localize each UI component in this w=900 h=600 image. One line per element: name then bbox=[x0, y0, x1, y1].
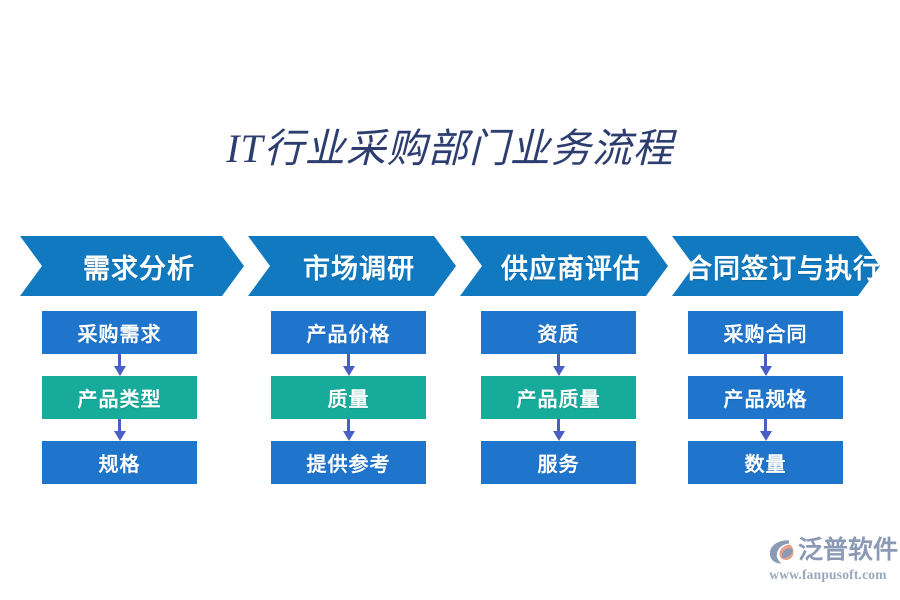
flow-box[interactable]: 产品规格 bbox=[688, 376, 843, 419]
arrow-head bbox=[113, 431, 126, 441]
fanpu-swoosh-logo-icon bbox=[769, 540, 794, 564]
flow-box[interactable]: 数量 bbox=[688, 441, 843, 484]
brand-row: 泛普软件 bbox=[766, 536, 898, 566]
phase-chevron-label: 市场调研 bbox=[303, 253, 415, 284]
phase-chevron-2[interactable]: 市场调研 bbox=[248, 236, 456, 296]
flow-box[interactable]: 提供参考 bbox=[271, 441, 426, 484]
arrow-shaft bbox=[764, 354, 767, 368]
flow-box-label: 服务 bbox=[537, 454, 580, 476]
arrow-shaft bbox=[764, 419, 767, 433]
flow-box-label: 产品价格 bbox=[306, 324, 391, 346]
arrow-shaft bbox=[557, 354, 560, 368]
brand-name: 泛普软件 bbox=[798, 537, 899, 564]
arrow-head bbox=[552, 431, 565, 441]
phase-chevron-label: 需求分析 bbox=[83, 253, 195, 284]
flow-box-label: 规格 bbox=[98, 454, 141, 476]
flow-box-label: 质量 bbox=[327, 389, 370, 411]
flow-box-label: 产品类型 bbox=[77, 389, 162, 411]
brand-watermark: 泛普软件 www.fanpusoft.com bbox=[766, 536, 898, 584]
phase-chevron-3[interactable]: 供应商评估 bbox=[460, 236, 668, 296]
arrow-head bbox=[552, 366, 565, 376]
arrow-down-icon bbox=[688, 419, 843, 441]
flow-box[interactable]: 质量 bbox=[271, 376, 426, 419]
phase-chevron-label: 供应商评估 bbox=[501, 253, 641, 284]
phase-column-2: 产品价格 质量 提供参考 bbox=[271, 311, 426, 484]
flow-box-label: 数量 bbox=[744, 454, 787, 476]
phase-column-4: 采购合同 产品规格 数量 bbox=[688, 311, 843, 484]
arrow-shaft bbox=[118, 419, 121, 433]
phase-chevron-band: 需求分析 市场调研 供应商评估 合同签订与执行 bbox=[20, 236, 880, 296]
flow-box[interactable]: 采购需求 bbox=[42, 311, 197, 354]
flow-box[interactable]: 产品质量 bbox=[481, 376, 636, 419]
flow-box-label: 资质 bbox=[537, 324, 580, 346]
arrow-head bbox=[342, 366, 355, 376]
arrow-down-icon bbox=[481, 419, 636, 441]
arrow-head bbox=[759, 366, 772, 376]
arrow-down-icon bbox=[42, 419, 197, 441]
phase-chevron-1[interactable]: 需求分析 bbox=[20, 236, 244, 296]
arrow-down-icon bbox=[42, 354, 197, 376]
phase-chevron-4[interactable]: 合同签订与执行 bbox=[672, 236, 880, 296]
flow-box-label: 提供参考 bbox=[306, 454, 391, 476]
arrow-down-icon bbox=[688, 354, 843, 376]
flow-box[interactable]: 规格 bbox=[42, 441, 197, 484]
flow-box[interactable]: 产品价格 bbox=[271, 311, 426, 354]
phase-column-1: 采购需求 产品类型 规格 bbox=[42, 311, 197, 484]
flow-box[interactable]: 资质 bbox=[481, 311, 636, 354]
phase-column-3: 资质 产品质量 服务 bbox=[481, 311, 636, 484]
arrow-down-icon bbox=[271, 354, 426, 376]
flow-box[interactable]: 采购合同 bbox=[688, 311, 843, 354]
arrow-shaft bbox=[347, 419, 350, 433]
flow-box-label: 采购需求 bbox=[77, 324, 162, 346]
flow-box-label: 产品质量 bbox=[516, 389, 601, 411]
arrow-shaft bbox=[118, 354, 121, 368]
page-title: IT行业采购部门业务流程 bbox=[226, 126, 674, 171]
phase-chevron-label: 合同签订与执行 bbox=[685, 253, 881, 284]
arrow-head bbox=[342, 431, 355, 441]
arrow-down-icon bbox=[481, 354, 636, 376]
arrow-shaft bbox=[347, 354, 350, 368]
flow-box-label: 采购合同 bbox=[723, 324, 808, 346]
arrow-shaft bbox=[557, 419, 560, 433]
flow-box[interactable]: 产品类型 bbox=[42, 376, 197, 419]
arrow-down-icon bbox=[271, 419, 426, 441]
flow-box-label: 产品规格 bbox=[723, 389, 808, 411]
arrow-head bbox=[759, 431, 772, 441]
flow-box[interactable]: 服务 bbox=[481, 441, 636, 484]
arrow-head bbox=[113, 366, 126, 376]
brand-url: www.fanpusoft.com bbox=[769, 567, 887, 582]
